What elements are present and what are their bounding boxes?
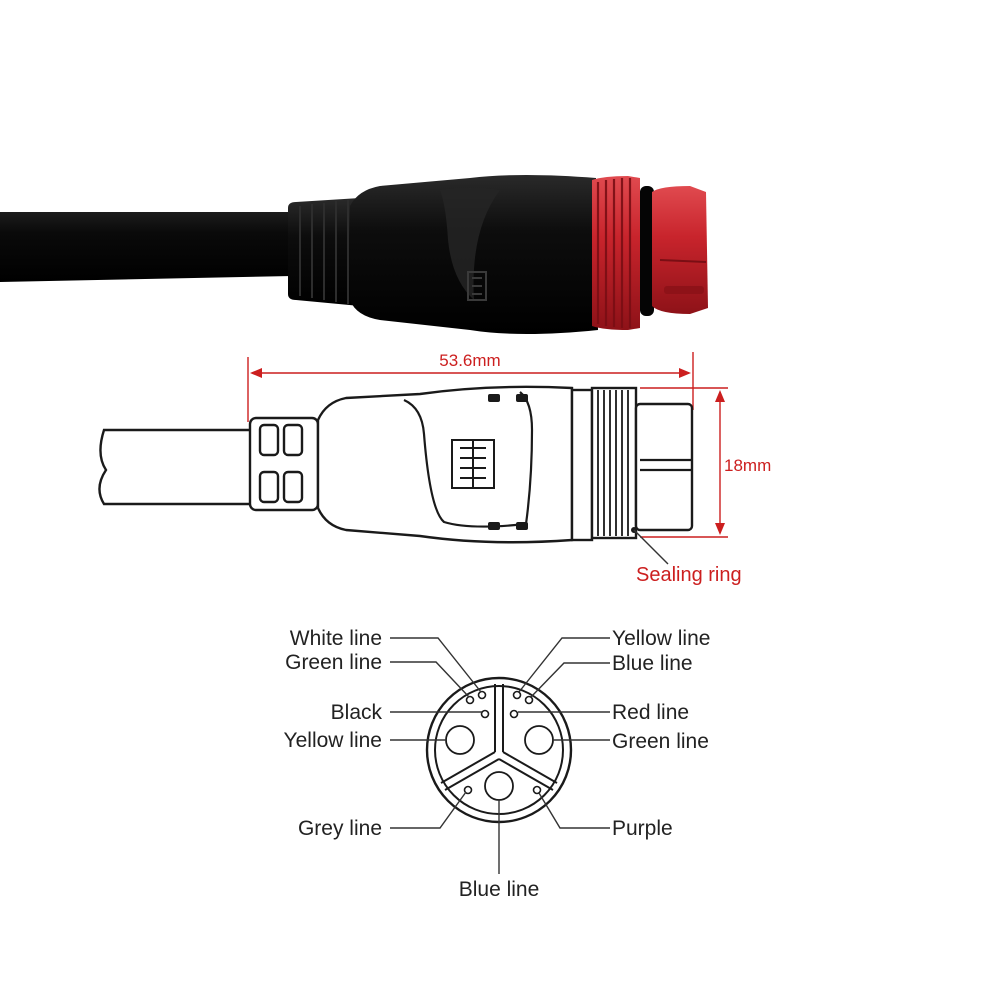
connector-photo [0,175,708,334]
pin-label-green-left: Green line [285,651,382,674]
collar-threads [596,178,632,328]
red-tip [652,186,708,314]
pin-label-blue-right: Blue line [612,652,693,675]
o-ring [640,186,654,316]
thread-lines [597,390,629,536]
sealing-ring-label: Sealing ring [636,564,742,586]
body-highlight [440,188,500,300]
red-threaded-collar [592,176,640,330]
body-inner-contour [403,391,534,528]
pinout-diagram: White line Green line Black Yellow line … [284,627,711,901]
dimension-drawing: 53.6mm 18mm [98,351,771,586]
strain-relief-blocks [258,423,304,504]
cable [0,212,292,282]
pin-label-white: White line [290,627,382,650]
small-pins [463,690,542,795]
brand-logo-icon [467,271,487,301]
sealing-ring-leader [633,529,669,565]
cable-outline [98,428,252,506]
pin-label-black: Black [331,701,383,724]
strain-relief-ribs [299,200,349,304]
pin-label-red: Red line [612,701,689,724]
diameter-dimension-label: 18mm [724,456,771,475]
body-outline [316,385,574,544]
collar-outline [570,388,594,542]
pin-label-yellow-right: Yellow line [612,627,710,650]
length-dimension-label: 53.6mm [439,351,500,370]
pin-label-blue-bottom: Blue line [459,878,540,901]
brand-logo-outline-icon [451,439,495,489]
pin-large-bottom [484,771,514,801]
pin-label-yellow-left: Yellow line [284,729,382,752]
pin-label-purple: Purple [612,817,673,840]
pin-large-right [524,725,554,755]
tip-outline [634,402,694,532]
pin-leaders [390,637,610,874]
pin-label-grey: Grey line [298,817,382,840]
pin-large-left [445,725,475,755]
pin-label-green-right: Green line [612,730,709,753]
pinout-separators [440,684,558,791]
